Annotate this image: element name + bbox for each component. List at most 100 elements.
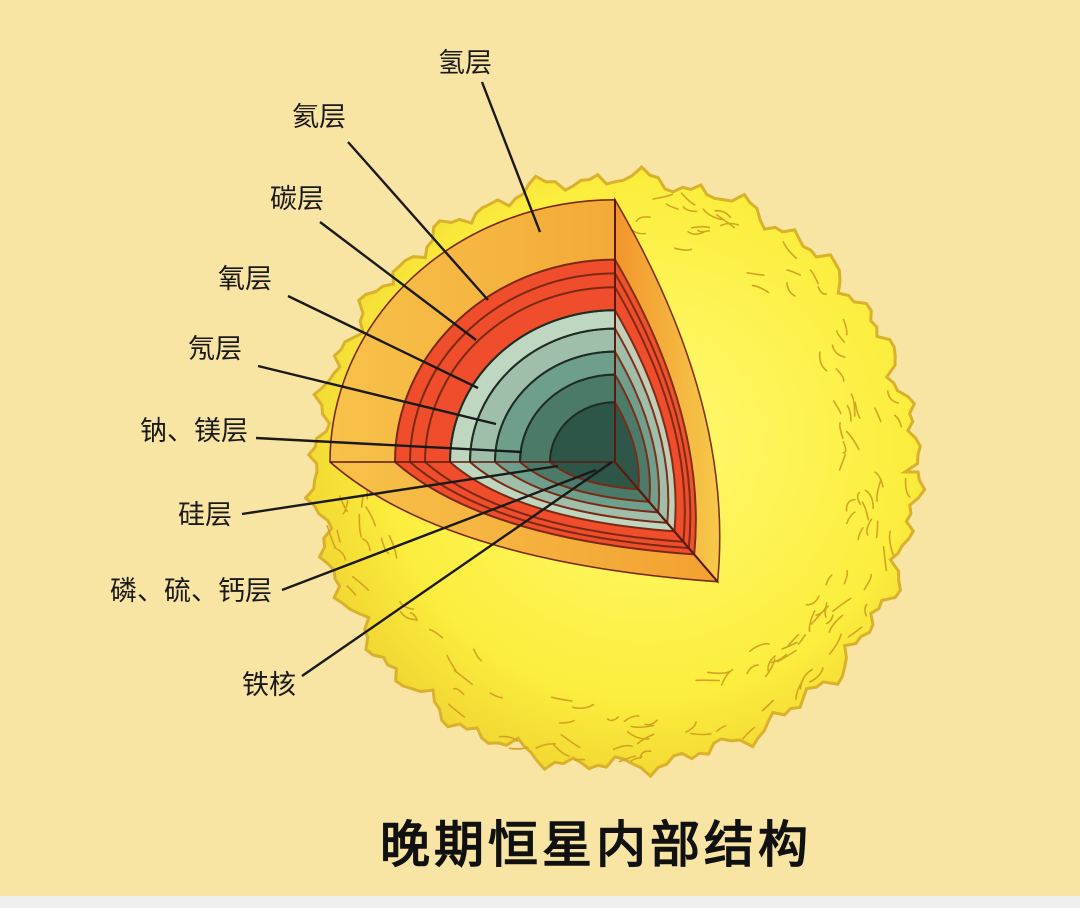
- surface-texture-stroke: [863, 573, 873, 591]
- surface-texture-stroke: [839, 421, 844, 440]
- surface-texture-stroke: [847, 626, 863, 638]
- surface-texture-stroke: [886, 390, 900, 404]
- label-neon-layer: 氖层: [188, 334, 242, 365]
- surface-texture-stroke: [552, 744, 570, 757]
- surface-texture-stroke: [399, 600, 415, 610]
- surface-texture-stroke: [682, 206, 698, 213]
- surface-texture-stroke: [825, 574, 833, 586]
- surface-texture-stroke: [805, 595, 820, 606]
- surface-texture-stroke: [824, 605, 829, 618]
- surface-texture-stroke: [875, 520, 879, 539]
- surface-texture-stroke: [644, 719, 658, 726]
- surface-texture-stroke: [795, 680, 804, 700]
- surface-texture-stroke: [446, 654, 458, 673]
- core-ring-line: [494, 350, 616, 463]
- surface-texture-stroke: [876, 479, 882, 502]
- surface-texture-stroke: [690, 732, 712, 736]
- surface-texture-stroke: [810, 612, 822, 625]
- surface-texture-stroke: [809, 667, 824, 683]
- surface-texture-stroke: [838, 453, 847, 471]
- surface-texture-stroke: [799, 668, 814, 690]
- core-ring-line: [549, 401, 616, 463]
- surface-texture-stroke: [618, 755, 637, 763]
- surface-texture-stroke: [864, 489, 874, 510]
- core-ring-line: [469, 327, 616, 463]
- surface-texture-stroke: [836, 330, 846, 344]
- surface-texture-stroke: [833, 400, 842, 415]
- surface-texture-stroke: [687, 230, 705, 235]
- surface-texture-stroke: [904, 478, 911, 498]
- surface-texture-stroke: [845, 511, 856, 525]
- surface-texture-stroke: [715, 725, 727, 733]
- surface-texture-stroke: [866, 518, 873, 536]
- surface-texture-stroke: [882, 545, 888, 572]
- surface-texture-stroke: [612, 744, 633, 751]
- surface-texture-stroke: [751, 284, 770, 294]
- surface-texture-stroke: [856, 491, 862, 506]
- label-iron-core: 铁核: [242, 670, 296, 701]
- surface-texture-stroke: [560, 734, 581, 749]
- surface-texture-stroke: [864, 603, 868, 617]
- surface-texture-stroke: [558, 719, 575, 724]
- leader-line: [281, 468, 597, 592]
- surface-texture-stroke: [674, 247, 693, 251]
- leader-line: [241, 464, 559, 516]
- core-ring-line: [519, 373, 616, 463]
- surface-texture-stroke: [781, 641, 798, 650]
- surface-texture-stroke: [630, 724, 655, 729]
- label-oxygen-layer: 氧层: [218, 264, 272, 295]
- surface-texture-stroke: [346, 585, 357, 596]
- wedge-edge-diagonal: [614, 461, 719, 583]
- surface-texture-stroke: [571, 703, 595, 710]
- surface-texture-stroke: [831, 344, 846, 358]
- surface-texture-stroke: [333, 546, 347, 561]
- surface-texture-stroke: [399, 611, 418, 621]
- surface-texture-stroke: [770, 653, 788, 664]
- surface-texture-stroke: [358, 513, 362, 538]
- surface-texture-stroke: [874, 407, 882, 423]
- surface-texture-stroke: [498, 735, 519, 742]
- surface-texture-stroke: [448, 703, 466, 718]
- surface-texture-stroke: [473, 648, 483, 662]
- surface-texture-stroke: [850, 393, 856, 417]
- surface-texture-stroke: [746, 272, 765, 276]
- label-carbon-layer: 碳层: [270, 184, 324, 215]
- surface-texture-stroke: [720, 668, 734, 686]
- surface-texture-stroke: [508, 746, 529, 750]
- surface-texture-stroke: [535, 743, 556, 749]
- surface-texture-stroke: [857, 526, 864, 541]
- surface-texture-stroke: [746, 664, 759, 675]
- surface-texture-stroke: [550, 696, 573, 702]
- label-silicon-layer: 硅层: [178, 500, 232, 531]
- surface-texture-stroke: [782, 241, 798, 260]
- surface-texture-stroke: [635, 216, 651, 222]
- surface-texture-stroke: [815, 602, 828, 616]
- core-ring-line: [449, 309, 616, 463]
- surface-texture-stroke: [665, 203, 679, 210]
- surface-texture-stroke: [742, 726, 756, 740]
- surface-texture-stroke: [749, 642, 770, 652]
- surface-texture-stroke: [326, 525, 336, 548]
- surface-texture-stroke: [874, 471, 884, 488]
- surface-texture-stroke: [652, 193, 673, 200]
- surface-texture-stroke: [626, 730, 650, 740]
- leader-line: [480, 81, 542, 233]
- surface-texture-stroke: [846, 404, 852, 422]
- surface-texture-stroke: [336, 529, 341, 543]
- surface-texture-stroke: [428, 628, 444, 639]
- surface-texture-stroke: [706, 670, 731, 675]
- leader-lines: [241, 81, 613, 677]
- surface-texture-stroke: [832, 597, 852, 612]
- label-hydrogen-layer: 氢层: [438, 48, 492, 79]
- leader-line: [257, 364, 497, 426]
- surface-texture-stroke: [854, 401, 861, 419]
- surface-texture-stroke: [702, 208, 723, 221]
- surface-texture-stroke: [809, 269, 819, 285]
- surface-texture-stroke: [843, 570, 849, 585]
- layer-labels: 氢层 氦层 碳层 氧层 氖层 钠、镁层 硅层 磷、硫、钙层 铁核: [110, 48, 492, 701]
- surface-texture-stroke: [861, 501, 869, 521]
- surface-texture-stroke: [786, 282, 796, 297]
- surface-texture-stroke: [351, 576, 370, 592]
- surface-texture-stroke: [776, 649, 797, 663]
